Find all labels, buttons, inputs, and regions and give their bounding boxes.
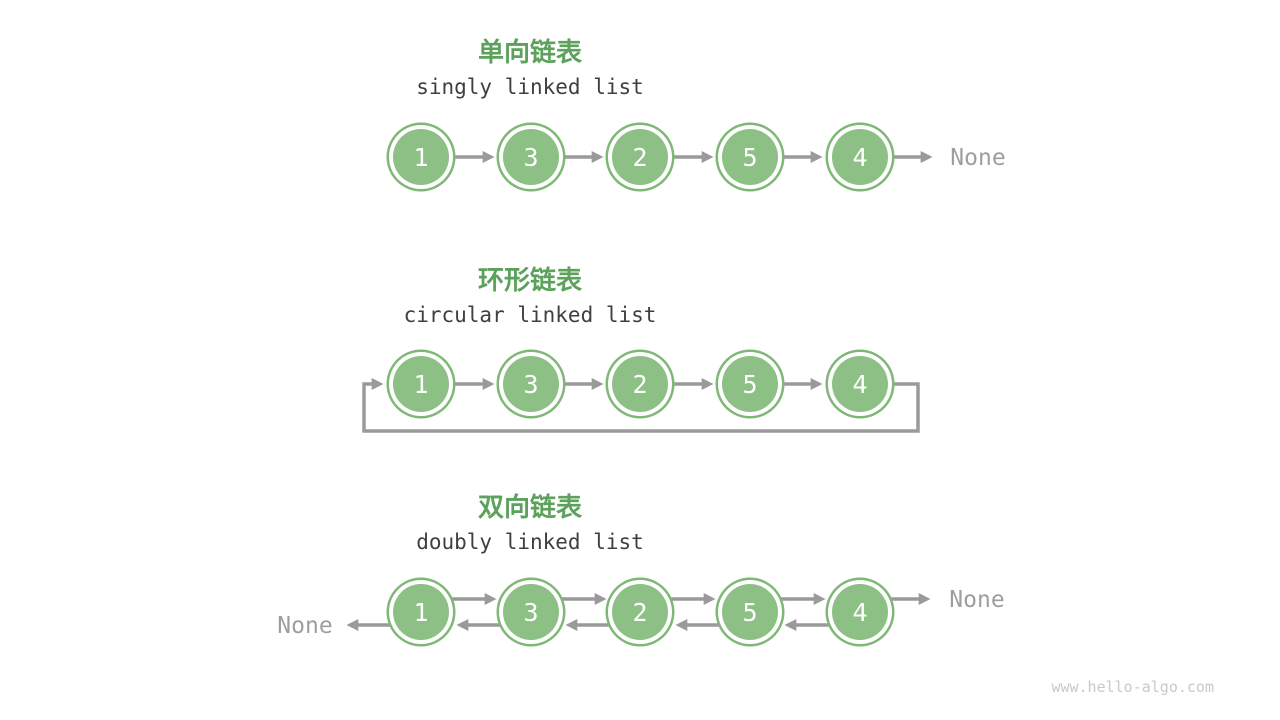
section-subtitle-singly: singly linked list [416,75,644,99]
node-circle: 1 [393,129,449,185]
node-value: 4 [852,597,868,627]
node-circle: 4 [832,356,888,412]
node-circle: 3 [503,129,559,185]
section-title-circular: 环形链表 [477,266,582,296]
node-value: 3 [523,597,539,627]
node-value: 3 [523,142,539,172]
doubly-arrows [346,593,931,631]
node-value: 5 [742,142,758,172]
node-circle: 1 [393,584,449,640]
node-circle: 2 [612,356,668,412]
section-title-singly: 单向链表 [477,38,582,68]
node-circle: 5 [722,356,778,412]
node-value: 1 [413,142,429,172]
node-value: 5 [742,369,758,399]
node-value: 4 [852,142,868,172]
node-value: 4 [852,369,868,399]
section-subtitle-circular: circular linked list [403,303,657,327]
section-subtitle-doubly: doubly linked list [416,530,644,554]
node-circle: 1 [393,356,449,412]
node-circle: 3 [503,584,559,640]
node-circle: 2 [612,584,668,640]
loop-back-arrow [362,378,920,433]
tail-none-label: None [950,145,1006,171]
node-circle: 4 [832,129,888,185]
node-value: 2 [632,597,648,627]
node-circle: 5 [722,129,778,185]
node-value: 5 [742,597,758,627]
head-none-label: None [277,613,333,639]
node-value: 3 [523,369,539,399]
node-circle: 3 [503,356,559,412]
node-circle: 4 [832,584,888,640]
node-value: 2 [632,369,648,399]
tail-none-label: None [949,587,1005,613]
watermark: www.hello-algo.com [1051,678,1214,696]
node-circle: 2 [612,129,668,185]
section-title-doubly: 双向链表 [477,493,582,523]
node-value: 2 [632,142,648,172]
node-circle: 5 [722,584,778,640]
node-value: 1 [413,369,429,399]
circular-arrows [362,378,920,433]
node-value: 1 [413,597,429,627]
